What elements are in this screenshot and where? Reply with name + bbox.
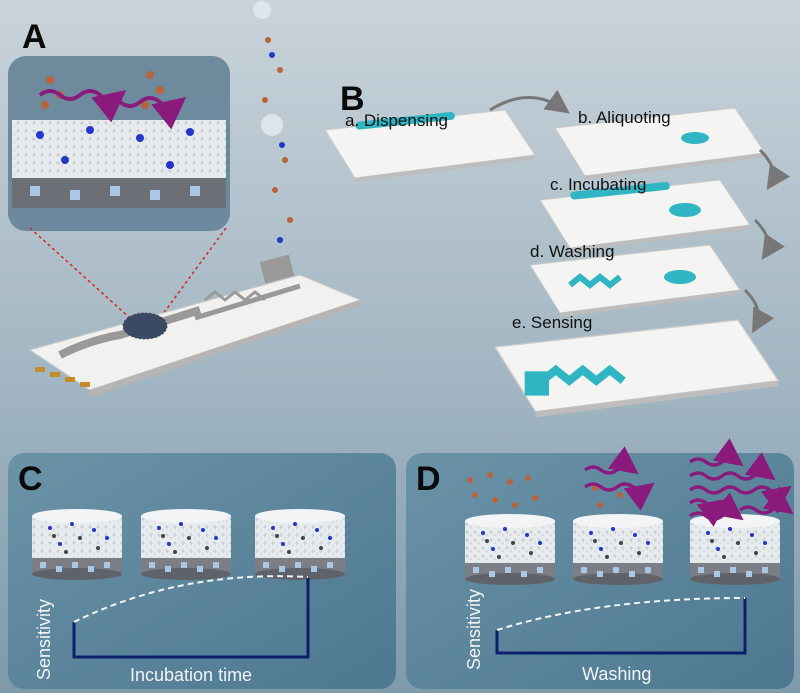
step-d-label: d. Washing — [530, 242, 614, 261]
panel-b-label: B — [340, 80, 365, 118]
electrode-disk — [255, 509, 345, 580]
step-a-chip — [324, 109, 536, 183]
flow-arrow — [743, 288, 775, 334]
washing-arrows — [583, 438, 794, 527]
d-y-axis-label: Sensitivity — [464, 589, 484, 670]
step-a-label: a. Dispensing — [345, 111, 448, 130]
falling-droplet-molecules — [253, 1, 293, 243]
step-e-chip — [494, 319, 780, 418]
panel-b: B a. Dispensing b. Aliquoting c. Incubat… — [324, 80, 790, 418]
panel-a: A — [8, 1, 362, 397]
d-x-axis-label: Washing — [582, 664, 651, 684]
step-b-label: b. Aliquoting — [578, 108, 671, 127]
flow-arrow — [758, 148, 790, 190]
bound-molecules — [467, 472, 623, 508]
step-b-chip — [554, 107, 766, 181]
c-y-axis-label: Sensitivity — [34, 599, 54, 680]
electrode-disk — [573, 514, 663, 585]
c-x-axis-label: Incubation time — [130, 665, 252, 685]
panel-d-label: D — [416, 460, 441, 498]
panel-d: D Sensitivity Washing — [406, 438, 794, 689]
sensitivity-axes — [495, 598, 747, 655]
electrode-disk — [465, 514, 555, 585]
panel-c-label: C — [18, 460, 43, 498]
sensitivity-axes — [72, 578, 310, 659]
electrode-surface-closeup — [12, 71, 226, 208]
sensitivity-curve — [496, 597, 746, 631]
step-c-chip — [539, 179, 751, 253]
electrode-disk — [32, 509, 122, 580]
panel-c: C Sensitivity Incubation time — [8, 453, 396, 689]
step-c-label: c. Incubating — [550, 175, 646, 194]
sensor-chip — [28, 254, 362, 397]
electrode-disk — [690, 514, 780, 585]
step-d-chip — [529, 244, 741, 318]
flow-arrow — [753, 218, 785, 260]
flow-arrow — [489, 89, 570, 114]
step-e-label: e. Sensing — [512, 313, 592, 332]
panel-a-label: A — [22, 18, 47, 56]
electrode-disk — [141, 509, 231, 580]
